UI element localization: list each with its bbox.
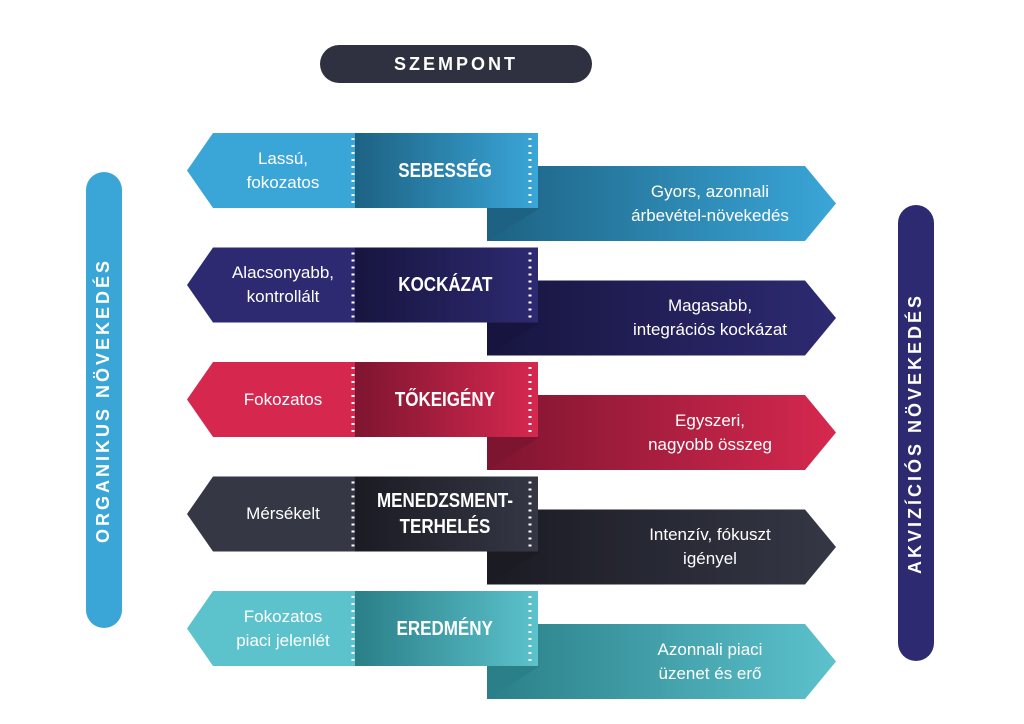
- row-label-text: EREDMÉNY: [396, 617, 494, 640]
- label-box: [355, 591, 538, 666]
- label-box: [355, 133, 538, 208]
- row-2: [187, 247, 836, 356]
- left-text: Lassú,fokozatos: [213, 133, 353, 208]
- row-5: [187, 591, 836, 699]
- fold-shadow: [487, 666, 540, 699]
- right-text: Egyszeri,nagyobb összeg: [590, 395, 830, 470]
- right-arrow: [487, 395, 836, 470]
- row-label-text: MENEDZSMENT-TERHELÉS: [377, 490, 513, 538]
- fold-shadow: [487, 551, 540, 585]
- label-box: [355, 247, 538, 323]
- row-label-text: SEBESSÉG: [398, 159, 492, 182]
- fold-shadow: [487, 208, 540, 241]
- left-text: Alacsonyabb,kontrollált: [213, 248, 353, 323]
- left-arrow: [187, 591, 355, 666]
- left-arrow: [187, 247, 355, 323]
- left-arrow: [187, 476, 355, 552]
- left-text-text: Lassú,fokozatos: [246, 148, 320, 192]
- fold-shadow: [487, 322, 540, 356]
- right-text-text: Egyszeri,nagyobb összeg: [648, 410, 772, 454]
- right-arrow: [487, 280, 836, 356]
- left-text-text: Alacsonyabb,kontrollált: [231, 263, 335, 306]
- row-label: SEBESSÉG: [350, 133, 540, 208]
- left-text: Fokozatos: [213, 362, 353, 437]
- row-label-text: TŐKEIGÉNY: [394, 388, 496, 411]
- right-arrow: [487, 509, 836, 585]
- label-box: [355, 476, 538, 552]
- header-title: SZEMPONT: [393, 53, 518, 74]
- row-3: [187, 362, 836, 470]
- acquisition-growth-pill: AKVIZÍCIÓS NÖVEKEDÉS: [898, 205, 934, 661]
- acquisition-growth-label: AKVIZÍCIÓS NÖVEKEDÉS: [905, 292, 926, 574]
- right-text: Magasabb,integrációs kockázat: [590, 281, 830, 356]
- row-label: MENEDZSMENT-TERHELÉS: [350, 477, 540, 552]
- row-label-text: KOCKÁZAT: [397, 274, 493, 296]
- organic-growth-pill: ORGANIKUS NÖVEKEDÉS: [86, 172, 122, 628]
- left-text-text: Mérsékelt: [246, 504, 320, 523]
- header-pill: SZEMPONT: [320, 45, 592, 83]
- row-label: KOCKÁZAT: [350, 248, 540, 323]
- left-arrow: [187, 133, 355, 208]
- right-arrow: [487, 624, 836, 699]
- left-text-text: Fokozatos: [243, 389, 323, 409]
- row-4: [187, 476, 836, 585]
- left-arrow: [187, 362, 355, 437]
- organic-growth-label: ORGANIKUS NÖVEKEDÉS: [93, 257, 114, 543]
- left-text: Mérsékelt: [213, 477, 353, 552]
- right-text-text: Magasabb,integrációs kockázat: [632, 296, 788, 339]
- fold-shadow: [487, 437, 540, 470]
- right-arrow: [487, 166, 836, 241]
- row-1: [187, 133, 836, 241]
- label-box: [355, 362, 538, 437]
- row-label: EREDMÉNY: [350, 591, 540, 666]
- row-label: TŐKEIGÉNY: [350, 362, 540, 437]
